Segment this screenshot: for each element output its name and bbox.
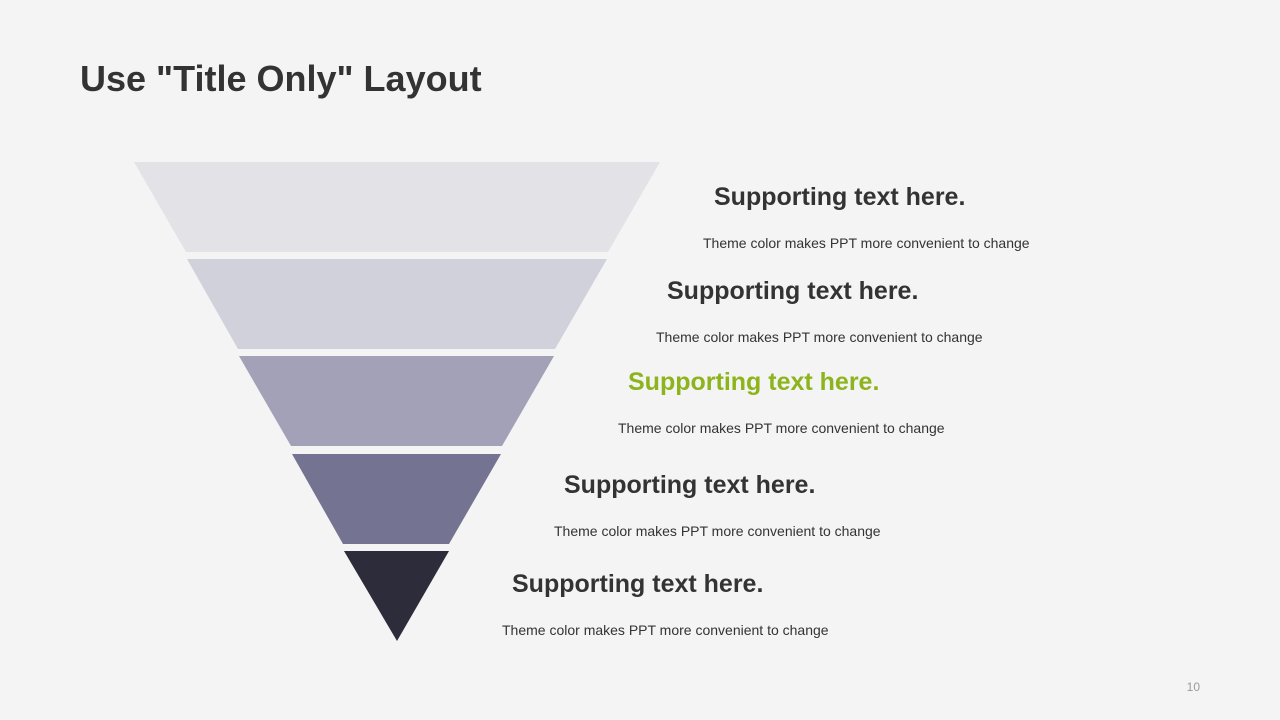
funnel-label-description: Theme color makes PPT more convenient to… [618, 420, 945, 436]
funnel-level-2 [187, 259, 607, 349]
funnel-label-description: Theme color makes PPT more convenient to… [502, 622, 829, 638]
funnel-label-heading: Supporting text here. [667, 277, 919, 305]
funnel-label-heading: Supporting text here. [714, 183, 966, 211]
funnel-label-heading: Supporting text here. [512, 570, 764, 598]
funnel-level-1 [134, 162, 660, 252]
funnel-label-description: Theme color makes PPT more convenient to… [703, 235, 1030, 251]
funnel-label-heading: Supporting text here. [564, 471, 816, 499]
funnel-label-heading: Supporting text here. [628, 368, 880, 396]
funnel-label-description: Theme color makes PPT more convenient to… [554, 523, 881, 539]
funnel-level-4 [292, 454, 501, 544]
funnel-label-description: Theme color makes PPT more convenient to… [656, 329, 983, 345]
funnel-level-3 [239, 356, 554, 446]
page-number: 10 [1186, 680, 1200, 694]
slide-title: Use "Title Only" Layout [80, 58, 482, 99]
funnel-level-5 [344, 551, 449, 641]
